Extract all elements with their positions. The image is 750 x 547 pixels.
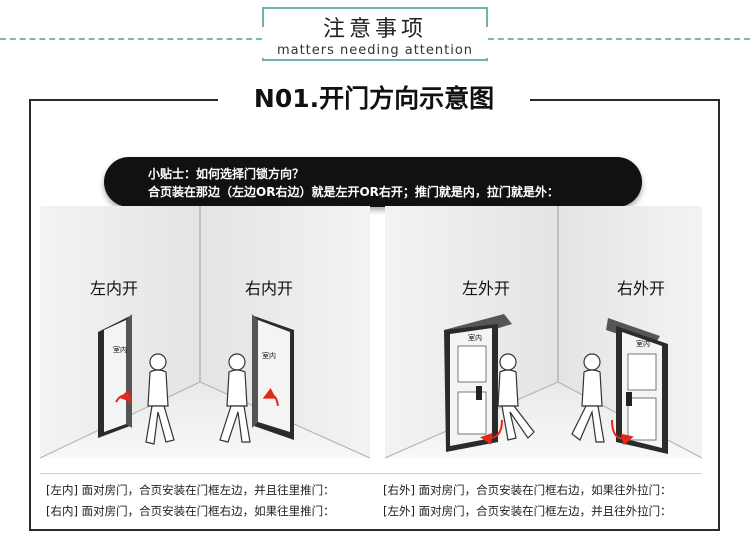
door-label-right-outward: 右外开	[617, 279, 666, 298]
door-sign: 室内	[468, 333, 482, 342]
caption-left-outward: [左外] 面对房门，合页安装在门框左边，并且往外拉门：	[383, 504, 672, 518]
door-label-left-outward: 左外开	[462, 279, 511, 298]
tip-line-1: 小贴士：如何选择门锁方向？	[148, 167, 305, 181]
header-box-top-bracket	[262, 7, 488, 27]
person-figure-3	[497, 353, 535, 441]
person-figure-4	[571, 353, 605, 443]
section-title: N01.开门方向示意图	[218, 80, 530, 118]
header-dashed-line-right	[488, 38, 750, 40]
caption-right-inward: [右内] 面对房门，合页安装在门框右边，如果往里推门：	[46, 504, 335, 518]
door-sign: 室内	[636, 339, 650, 348]
door-sign: 室内	[113, 345, 127, 354]
room-left-pair	[40, 206, 371, 459]
tip-line-2: 合页装在那边（左边OR右边）就是左开OR右开；推门就是内，拉门就是外：	[148, 185, 559, 199]
person-figure-2	[219, 353, 251, 443]
header-box: 注意事项 matters needing attention	[258, 7, 492, 61]
person-figure-1	[145, 353, 175, 445]
door-direction-illustration: 室内 室内 室内	[40, 206, 702, 459]
door-sign: 室内	[262, 351, 276, 360]
door-label-left-inward: 左内开	[90, 279, 139, 298]
caption-right-outward: [右外] 面对房门，合页安装在门框右边，如果往外拉门：	[383, 483, 672, 497]
caption-left-inward: [左内] 面对房门，合页安装在门框左边，并且往里推门：	[46, 483, 335, 497]
caption-divider	[40, 473, 702, 474]
header-title: 注意事项	[322, 17, 427, 42]
door-left-outward: 室内	[444, 314, 512, 452]
door-right-outward: 室内	[606, 318, 668, 454]
door-left-inward: 室内	[98, 314, 133, 438]
header-subtitle: matters needing attention	[258, 43, 492, 58]
door-right-inward: 室内	[252, 314, 294, 440]
header-dashed-line-left	[0, 38, 262, 40]
door-label-right-inward: 右内开	[245, 279, 294, 298]
tip-banner: 小贴士：如何选择门锁方向？ 合页装在那边（左边OR右边）就是左开OR右开；推门就…	[104, 157, 642, 207]
